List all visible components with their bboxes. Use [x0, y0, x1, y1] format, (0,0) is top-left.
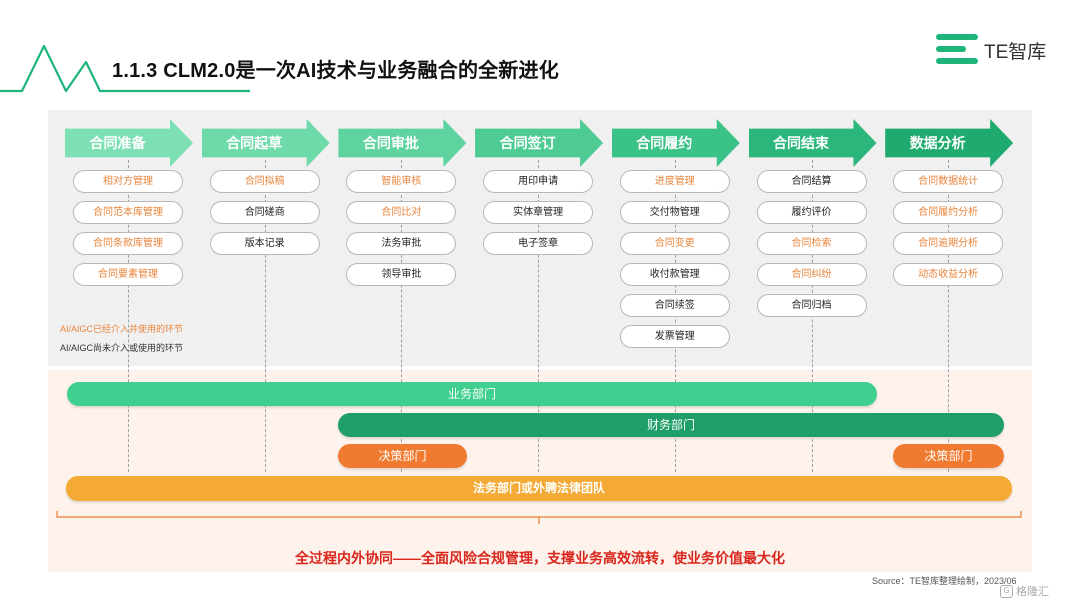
conclusion-text: 全过程内外协同——全面风险合规管理，支撑业务高效流转，使业务价值最大化 [295, 550, 785, 566]
stage-dashed-line [948, 160, 950, 472]
stage-item-pill: 合同纠纷 [756, 263, 867, 286]
stage-item-pill: 合同检索 [756, 232, 867, 255]
legend-ai-not-involved: AI/AIGC尚未介入或使用的环节 [60, 343, 184, 353]
stage-item-pill: 合同条款库管理 [73, 232, 183, 255]
stage-item-pill: 合同拟稿 [209, 170, 320, 193]
logo-text: TE智库 [984, 41, 1047, 63]
stage-item-pill: 动态收益分析 [893, 263, 1004, 286]
stage-item-pill: 智能审核 [346, 170, 457, 193]
stage-item-pill: 合同磋商 [209, 201, 320, 224]
stage-arrow: 合同履约 [611, 119, 740, 167]
stage-label: 合同履约 [636, 135, 693, 151]
stage-item-pill: 合同履约分析 [893, 201, 1004, 224]
stage-item-pill: 合同逾期分析 [893, 232, 1004, 255]
stage-label: 合同签订 [499, 135, 556, 151]
stage-arrow: 合同准备 [65, 119, 193, 167]
business-department-bar: 业务部门 [67, 382, 877, 406]
watermark-text: 格隆汇 [1016, 586, 1049, 598]
stage-item-pill: 相对方管理 [73, 170, 183, 193]
legal-department-bar: 法务部门或外聘法律团队 [66, 476, 1012, 501]
stage-item-pill: 合同数据统计 [893, 170, 1004, 193]
logo-mark-icon [936, 34, 978, 66]
stage-label: 合同起草 [226, 135, 283, 151]
stage-item-pill: 领导审批 [346, 263, 457, 286]
stage-dashed-line [538, 160, 540, 472]
stage-item-pill: 履约评价 [756, 201, 867, 224]
page-title: 1.1.3 CLM2.0是一次AI技术与业务融合的全新进化 [112, 60, 559, 82]
stage-item-pill: 合同续签 [619, 294, 730, 317]
stage-item-pill: 电子签章 [483, 232, 594, 255]
decision-department-bar-left: 决策部门 [338, 444, 467, 468]
stage-item-pill: 合同变更 [619, 232, 730, 255]
stage-item-pill: 发票管理 [619, 325, 730, 348]
stage-item-pill: 法务审批 [346, 232, 457, 255]
stage-dashed-line [401, 160, 403, 472]
decision-department-bar-right: 决策部门 [893, 444, 1004, 468]
stage-label: 合同审批 [362, 135, 419, 151]
header-pulse-line [0, 44, 250, 93]
watermark: G 格隆汇 [1000, 583, 1049, 599]
stage-item-pill: 版本记录 [209, 232, 320, 255]
logo: TE智库 [936, 34, 1046, 66]
stage-item-pill: 用印申请 [483, 170, 594, 193]
stage-item-pill: 合同要素管理 [73, 263, 183, 286]
stage-item-pill: 收付款管理 [619, 263, 730, 286]
stage-item-pill: 合同归档 [756, 294, 867, 317]
watermark-logo-icon: G [1000, 584, 1013, 598]
stage-arrow: 合同审批 [338, 119, 467, 167]
source-note: Source：TE智库整理绘制，2023/06 [872, 576, 1017, 586]
scope-bracket [56, 511, 1022, 524]
finance-department-bar: 财务部门 [338, 413, 1004, 437]
stage-item-pill: 合同结算 [756, 170, 867, 193]
stage-item-pill: 实体章管理 [483, 201, 594, 224]
stage-arrow: 合同结束 [748, 119, 877, 167]
stage-item-pill: 交付物管理 [619, 201, 730, 224]
stage-item-pill: 进度管理 [619, 170, 730, 193]
legend-ai-involved: AI/AIGC已经介入并使用的环节 [60, 324, 184, 334]
stage-item-pill: 合同范本库管理 [73, 201, 183, 224]
stage-label: 数据分析 [909, 135, 966, 151]
stage-dashed-line [128, 160, 129, 472]
stage-arrow: 合同起草 [201, 119, 330, 167]
stage-arrow: 合同签订 [475, 119, 604, 167]
stage-label: 合同准备 [89, 135, 146, 151]
stage-item-pill: 合同比对 [346, 201, 457, 224]
stage-arrow: 数据分析 [885, 119, 1014, 167]
stage-label: 合同结束 [773, 135, 829, 151]
stage-dashed-line [264, 160, 266, 472]
